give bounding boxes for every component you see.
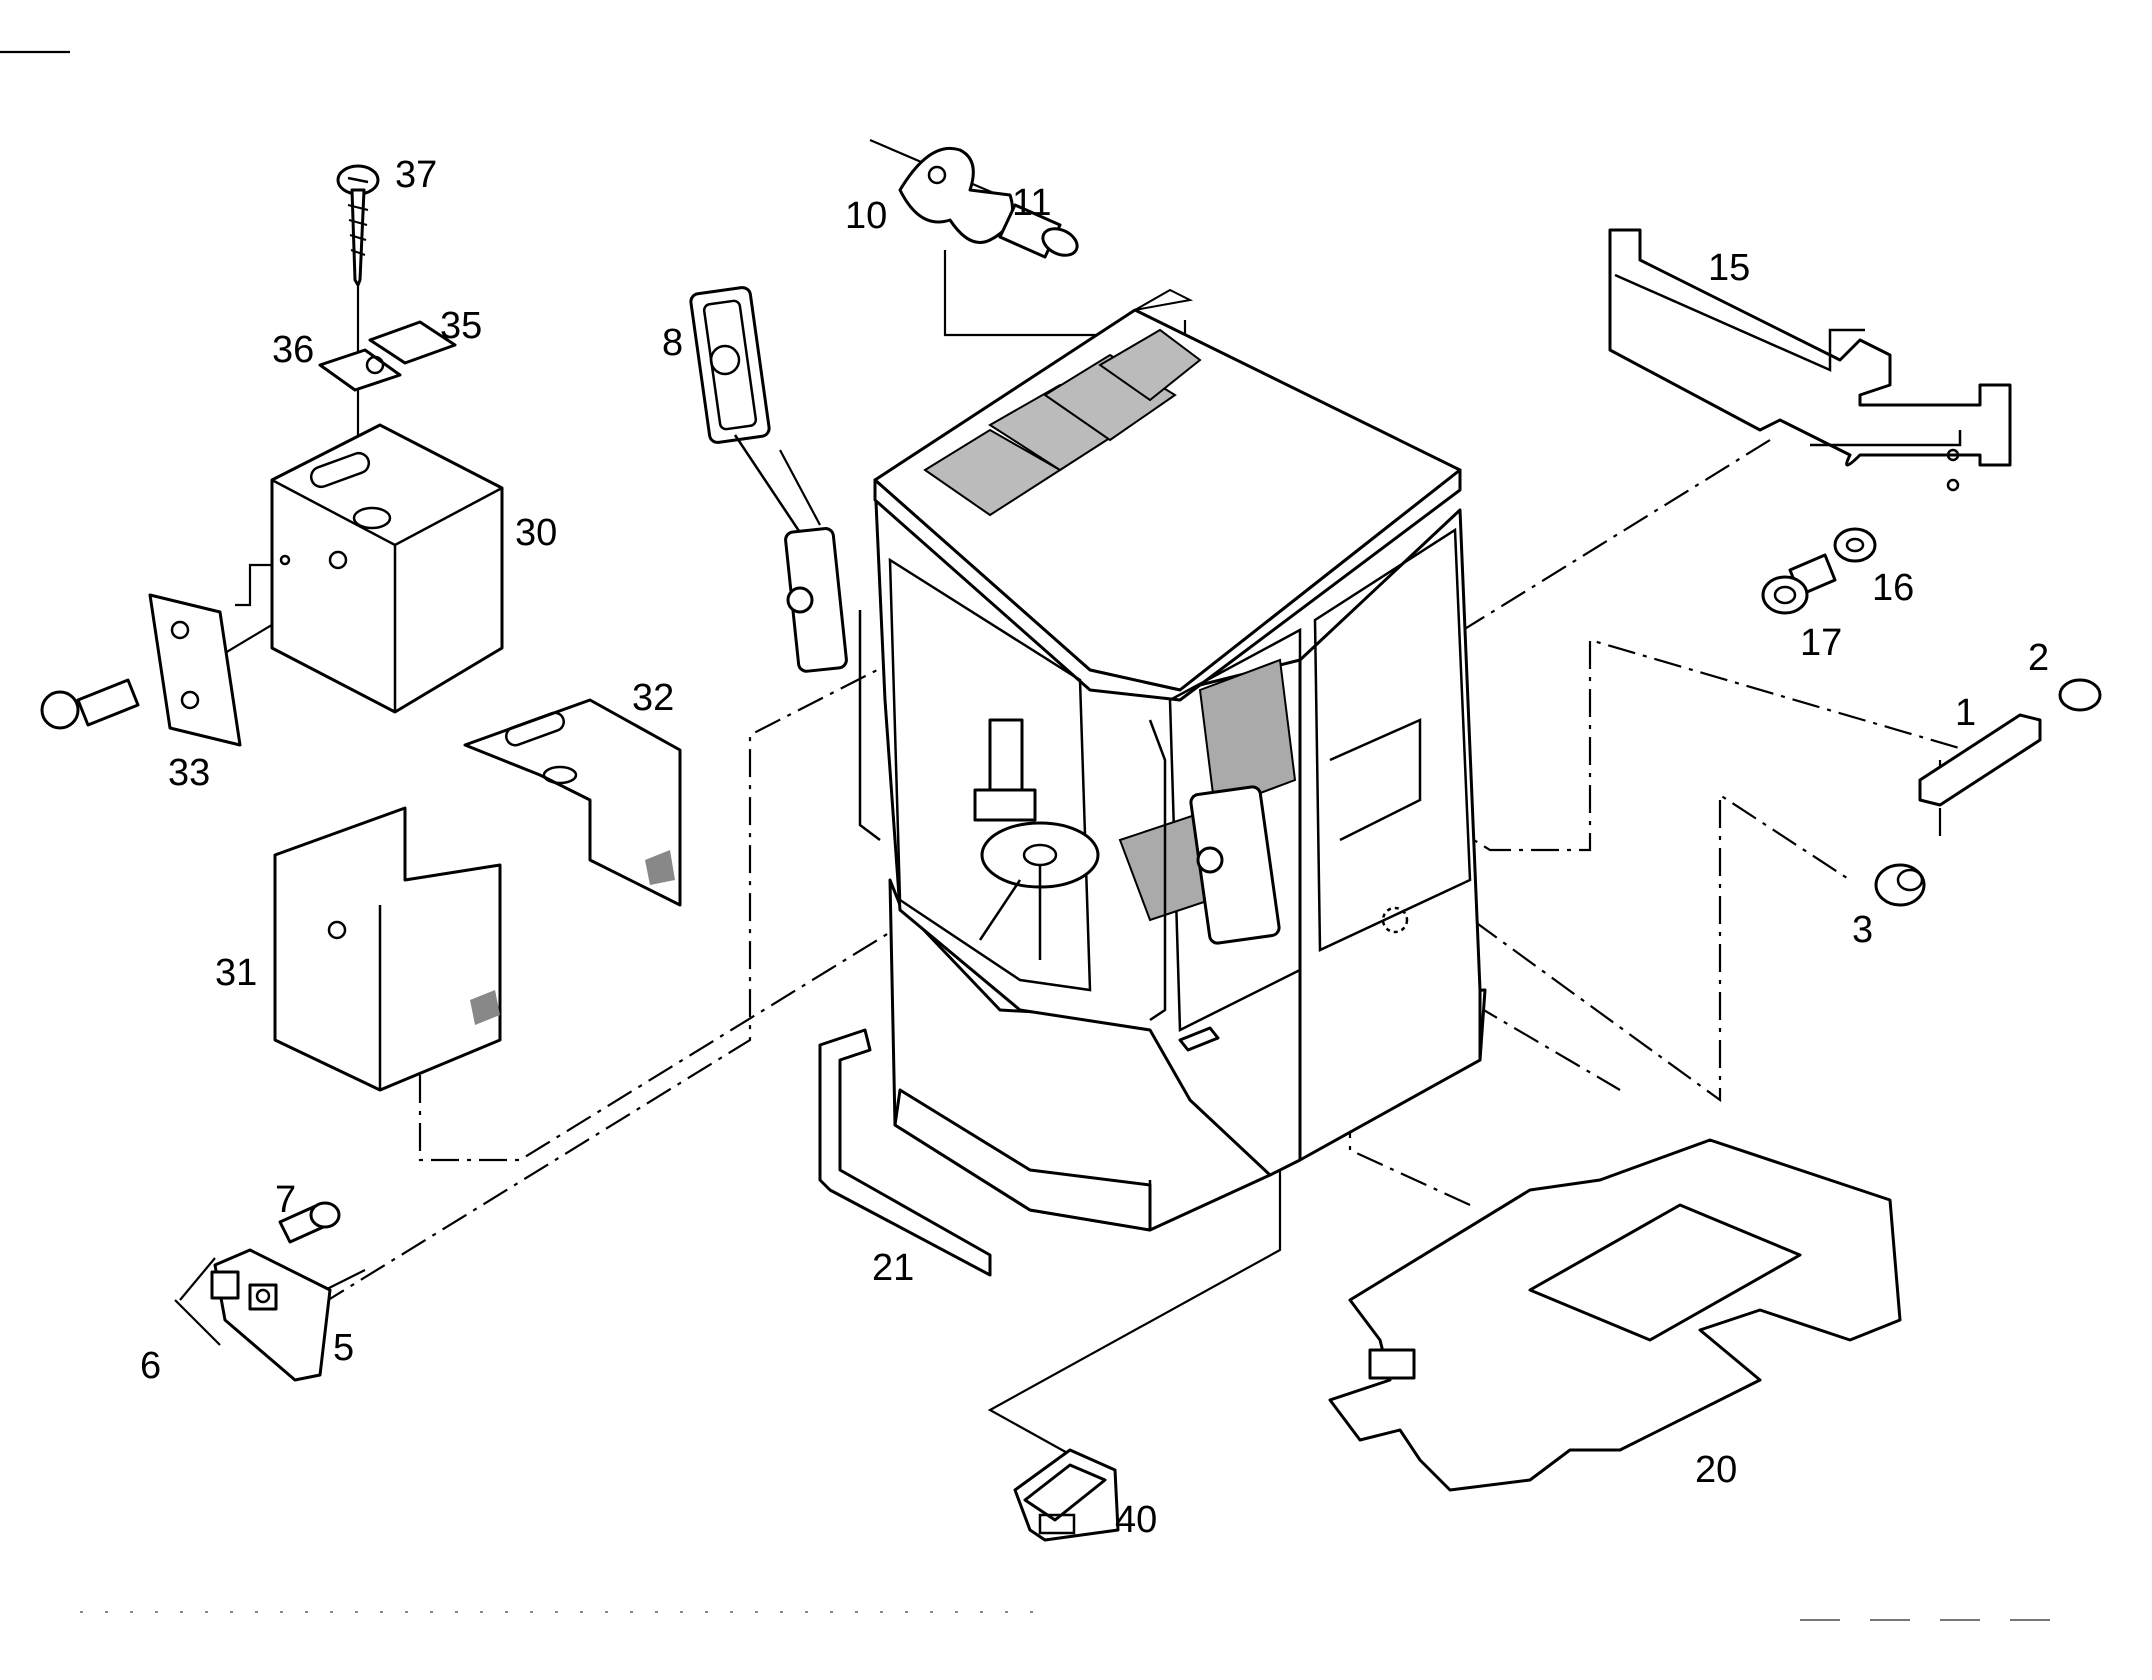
hook — [898, 146, 1014, 244]
label-37: 37 — [395, 154, 437, 196]
pin — [998, 203, 1079, 259]
label-32: 32 — [632, 677, 674, 719]
handrail — [1608, 228, 2012, 492]
box — [270, 423, 504, 714]
cab-assembly — [858, 288, 1487, 1232]
label-8: 8 — [662, 322, 683, 364]
label-3: 3 — [1852, 909, 1873, 951]
label-35: 35 — [440, 305, 482, 347]
screw — [278, 1201, 341, 1244]
switch — [1013, 1448, 1120, 1542]
label-21: 21 — [872, 1247, 914, 1289]
label-2: 2 — [2028, 637, 2049, 679]
clamp — [318, 320, 457, 392]
cover — [273, 806, 502, 1092]
label-40: 40 — [1115, 1499, 1157, 1541]
label-1: 1 — [1955, 692, 1976, 734]
bolt — [1761, 553, 1837, 615]
floor-mat — [1328, 1138, 1902, 1492]
key — [1918, 713, 2042, 807]
label-6: 6 — [140, 1345, 161, 1387]
label-10: 10 — [845, 195, 887, 237]
mirror-right — [1189, 785, 1281, 945]
label-17: 17 — [1800, 622, 1842, 664]
label-5: 5 — [333, 1327, 354, 1369]
label-33: 33 — [168, 752, 210, 794]
label-20: 20 — [1695, 1449, 1737, 1491]
plate — [40, 593, 242, 747]
mirror — [689, 286, 848, 673]
label-31: 31 — [215, 952, 257, 994]
part-labels: 1 2 3 5 6 7 8 10 11 15 16 17 20 21 30 31… — [140, 154, 2049, 1541]
label-7: 7 — [275, 1179, 296, 1221]
label-11: 11 — [1012, 182, 1051, 224]
wood-screw — [336, 164, 380, 287]
scan-dots-bottom — [80, 1611, 2060, 1621]
plug — [1874, 863, 1926, 907]
label-16: 16 — [1872, 567, 1914, 609]
seal-strip — [818, 1028, 992, 1277]
label-30: 30 — [515, 512, 557, 554]
latch — [210, 1248, 332, 1382]
seat-back — [1198, 658, 1297, 812]
label-15: 15 — [1708, 247, 1750, 289]
washer — [1833, 527, 1877, 563]
label-36: 36 — [272, 329, 314, 371]
roof-panels — [923, 288, 1202, 517]
bracket — [463, 698, 682, 907]
cap — [2058, 678, 2102, 712]
